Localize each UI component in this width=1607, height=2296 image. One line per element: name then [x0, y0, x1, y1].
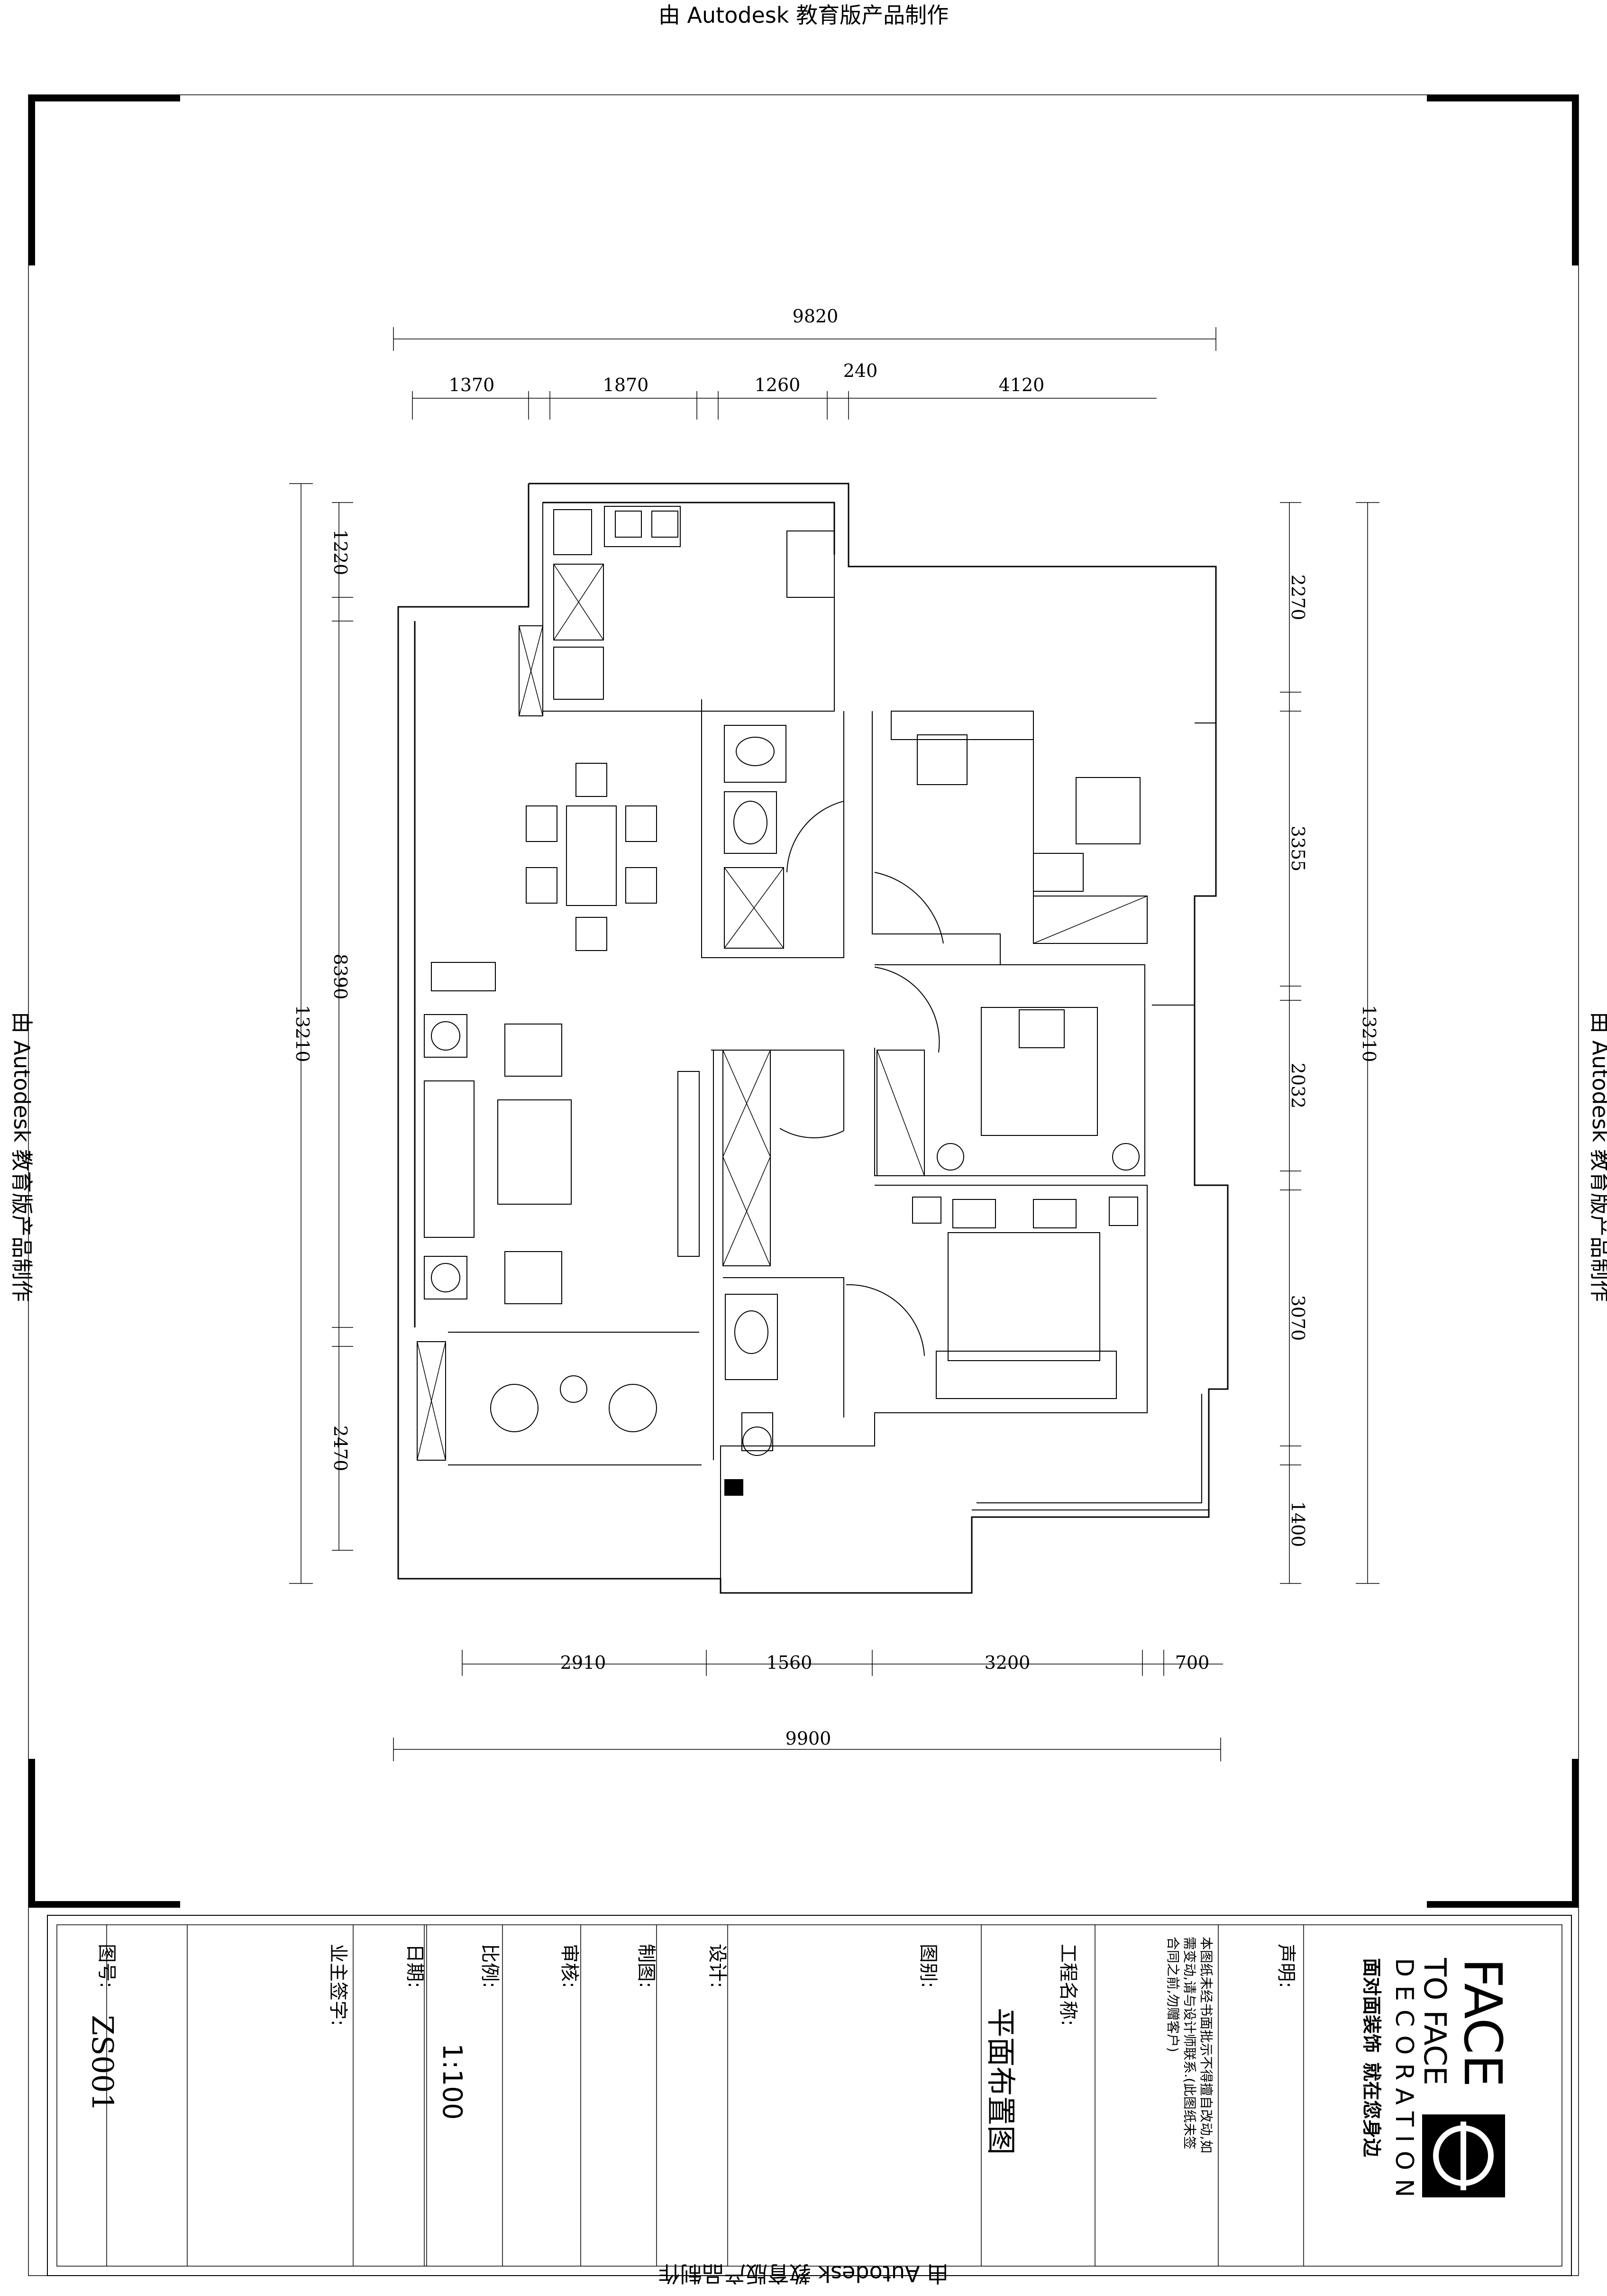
dim-right-seg-4: 3070	[1287, 1295, 1308, 1341]
project-label: 工程名称:	[1057, 1944, 1079, 2026]
brand-decoration: DECORATION	[1390, 1958, 1418, 2206]
brand-cn: 面对面装饰	[1360, 1958, 1382, 2053]
dim-left-seg-3: 2470	[330, 1426, 351, 1472]
category-label: 图别:	[917, 1944, 939, 1988]
dimensions-top: 9820 1370 1870 1260 240 4120	[393, 306, 1216, 420]
dim-right-seg-2: 3355	[1287, 826, 1308, 872]
drawing-no: ZS001	[85, 2015, 120, 2112]
dim-bottom-overall: 9900	[785, 1728, 831, 1749]
dim-top-overall: 9820	[793, 306, 839, 327]
statement-line-2: 需变动,请与设计师联系.(此图纸未签	[1182, 1937, 1197, 2150]
draft-label: 制图:	[635, 1944, 657, 1988]
dim-right-overall: 13210	[1359, 1005, 1379, 1062]
dimensions-bottom: 2910 1560 3200 700 9900	[393, 1650, 1223, 1761]
dim-bottom-seg-4: 700	[1175, 1652, 1210, 1673]
design-label: 设计:	[706, 1944, 728, 1988]
watermark-bottom: 由 Autodesk 教育版产品制作	[658, 2261, 949, 2287]
dim-left-seg-2: 8390	[330, 954, 351, 1000]
dim-bottom-seg-1: 2910	[560, 1652, 606, 1673]
bed-2	[981, 1007, 1098, 1136]
brand-slogan: 就在您身边	[1360, 2062, 1382, 2158]
dimensions-right: 13210 2270 3355 2032 3070 1400	[1280, 502, 1379, 1584]
owner-sign-label: 业主签字:	[327, 1944, 349, 2026]
dining-table	[566, 805, 617, 906]
dimensions-left: 13210 1220 8390 2470	[289, 483, 353, 1584]
dim-bottom-seg-3: 3200	[985, 1652, 1031, 1673]
dim-left-seg-1: 1220	[330, 530, 351, 576]
kitchen	[542, 502, 835, 712]
brand-logo-icon	[1422, 2114, 1505, 2197]
dim-right-seg-5: 1400	[1287, 1501, 1308, 1547]
brand-face: FACE	[1452, 1958, 1513, 2087]
statement-line-1: 本图纸未经书面批示不得擅自改动,如	[1198, 1937, 1214, 2153]
statement-label: 声明:	[1275, 1944, 1297, 1988]
watermark-top: 由 Autodesk 教育版产品制作	[658, 2, 949, 28]
date-label: 日期:	[404, 1944, 426, 1988]
dim-left-overall: 13210	[292, 1005, 313, 1062]
shaft	[724, 1479, 743, 1496]
corner-brackets	[28, 95, 1579, 1908]
review-label: 审核:	[558, 1944, 580, 1988]
scale-label: 比例:	[479, 1944, 501, 1988]
dim-top-seg-5: 4120	[999, 375, 1045, 395]
sheet-border	[28, 94, 1579, 2276]
master-bed	[948, 1232, 1100, 1361]
dim-top-seg-4: 240	[843, 360, 878, 381]
floor-plan	[397, 483, 1229, 1594]
scale-value: 1:100	[437, 2043, 467, 2120]
drawing-title: 平面布置图	[984, 2008, 1018, 2155]
brand-to-face: TO FACE	[1417, 1958, 1452, 2086]
dim-top-seg-3: 1260	[755, 375, 801, 395]
statement-line-3: 合同之前,勿赠客户)	[1165, 1937, 1181, 2052]
title-block: 图号: ZS001 业主签字: 日期: 比例: 1:100 审核: 制图: 设计…	[47, 1915, 1572, 2276]
watermark-left: 由 Autodesk 教育版产品制作	[9, 1012, 35, 1302]
dim-right-seg-1: 2270	[1287, 575, 1308, 621]
dim-top-seg-1: 1370	[449, 375, 495, 395]
watermark-right: 由 Autodesk 教育版产品制作	[1588, 1012, 1607, 1302]
sofa	[424, 1080, 475, 1238]
dim-right-seg-3: 2032	[1287, 1063, 1308, 1109]
dim-bottom-seg-2: 1560	[767, 1652, 813, 1673]
drawing-no-label: 图号:	[96, 1944, 118, 1988]
dim-top-seg-2: 1870	[603, 375, 649, 395]
